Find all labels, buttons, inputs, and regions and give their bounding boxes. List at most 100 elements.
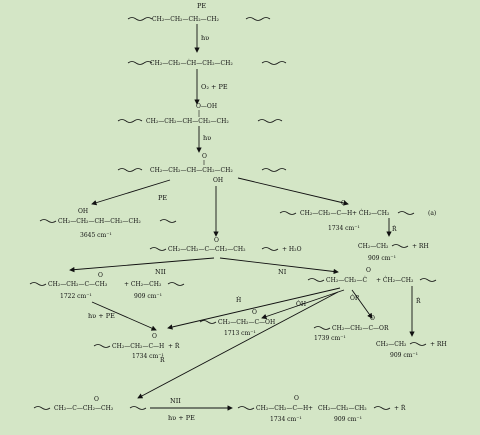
- label-hv-2: hυ: [203, 134, 211, 142]
- structure-hydroperoxide-top: O—OH: [196, 103, 217, 110]
- structure-alcohol: CH₂—CH₂—CH—CH₂—CH₂: [58, 218, 141, 225]
- chain-tail-left: [149, 247, 167, 251]
- carbonyl-o: O: [366, 267, 371, 274]
- wavenumber-1734-a: 1734 cm⁻¹: [328, 225, 360, 232]
- arrow-h-addition: [167, 287, 341, 330]
- structure-ketone-bottom: CH₂—C—CH₂—CH₂: [54, 405, 114, 412]
- arrow-to-aldehyde-b: [91, 301, 157, 331]
- label-r-rad-3: Ṙ: [160, 357, 165, 364]
- chain-tail-left: [29, 282, 47, 286]
- structure-vinyl: CH₂—CH₂—CH₂: [318, 405, 367, 412]
- arrow-to-aldehyde: [237, 177, 349, 206]
- chain-tail-left: [39, 219, 57, 223]
- wavenumber-909-d: 909 cm⁻¹: [334, 416, 362, 423]
- chain-tail-right: [167, 282, 185, 286]
- structure-methyl-ketone: CH₂—CH₂—C—CH₃: [48, 281, 108, 288]
- chain-tail-right: [397, 211, 415, 215]
- label-hv-1: hυ: [201, 34, 209, 42]
- carbonyl-o: O: [341, 200, 346, 207]
- label-ni-right: NI: [278, 268, 287, 276]
- chain-tail-right: [373, 406, 391, 410]
- chain-tail-right: [159, 219, 177, 223]
- arrow-norrish-i: [219, 257, 339, 275]
- arrow-oh-addition: [261, 289, 345, 320]
- wavenumber-1734-c: 1734 cm⁻¹: [270, 416, 302, 423]
- structure-rad-ch2: CH₂—CH₂: [358, 243, 389, 250]
- chain-tail-left: [33, 406, 51, 410]
- chain-tail-left: [237, 406, 255, 410]
- structure-alcohol-top: OH: [78, 208, 88, 215]
- structure-alkoxy-bottom: OH: [213, 177, 223, 184]
- wavenumber-3645: 3645 cm⁻¹: [80, 232, 112, 239]
- structure-acyl-radical-plus: + ĊH₂—CH₂: [376, 277, 414, 284]
- label-h-rad: Ḣ: [236, 297, 241, 304]
- chain-tail-left: [199, 320, 217, 324]
- arrow-r-addition: [137, 291, 339, 399]
- wavenumber-1722: 1722 cm⁻¹: [60, 293, 92, 300]
- label-hv-pe-1: hυ + PE: [88, 312, 115, 320]
- carbonyl-o: O: [370, 315, 375, 322]
- label-r-rad-1: Ṙ: [392, 226, 397, 233]
- carbonyl-o: O: [94, 396, 99, 403]
- carbonyl-o: O: [98, 272, 103, 279]
- wavenumber-1734-b: 1734 cm⁻¹: [132, 353, 164, 360]
- chain-tail-left: [313, 326, 331, 330]
- label-pe-top: PE: [197, 2, 206, 10]
- carbonyl-o: O: [152, 333, 157, 340]
- structure-vinyl-plus: + Ṙ: [394, 405, 406, 412]
- structure-aldehyde-b-plus: + Ṙ: [168, 343, 180, 350]
- label-oh-rad: ȮH: [296, 301, 306, 308]
- structure-aldehyde-b: CH₂—CH₂—C—H: [112, 343, 164, 350]
- label-r-rad-2: Ṙ: [416, 298, 421, 305]
- wavenumber-1739: 1739 cm⁻¹: [314, 335, 346, 342]
- chain-tail-left: [127, 61, 153, 65]
- wavenumber-1713: 1713 cm⁻¹: [224, 330, 256, 337]
- chain-tail-right: [409, 342, 427, 346]
- structure-acid: CH₂—CH₂—C—OH: [218, 319, 275, 326]
- chain-tail-left: [93, 344, 111, 348]
- arrow-to-alcohol: [91, 179, 171, 206]
- label-pe-left: PE: [158, 194, 167, 202]
- structure-ketone: CH₂—CH₂—C—CH₂—CH₂: [168, 246, 246, 253]
- label-nii-bottom: NII: [170, 397, 181, 405]
- structure-rad-ch2-rh: + RH: [412, 243, 429, 250]
- wavenumber-909-a: 909 cm⁻¹: [368, 255, 396, 262]
- structure-rad-ch2-b: CH₂—CH₂: [376, 341, 407, 348]
- structure-aldehyde-c: CH₂—CH₂—C—H: [256, 405, 308, 412]
- chain-tail-right: [245, 17, 271, 21]
- label-a: (a): [428, 210, 436, 217]
- chain-tail-left: [307, 278, 325, 282]
- carbonyl-o: O: [214, 237, 219, 244]
- structure-rad-ch2-b-rh: + RH: [430, 341, 447, 348]
- label-or-rad: ȮR: [350, 295, 360, 302]
- label-o2-pe: O₂ + PE: [201, 83, 228, 91]
- chain-tail-right: [391, 244, 409, 248]
- arrow-or-addition: [351, 289, 373, 319]
- structure-aldehyde-a: CH₂—CH₂—C—H: [300, 210, 352, 217]
- chain-tail-right: [261, 168, 287, 172]
- chain-tail-right: [419, 278, 437, 282]
- structure-aldehyde-c-plus: +: [308, 405, 313, 412]
- chain-tail-left: [279, 211, 297, 215]
- structure-alkoxy: CH₂—CH₂—CH—CH₂—CH₂: [150, 167, 233, 174]
- arrow-norrish-ii: [69, 257, 215, 273]
- label-hv-pe-2: hυ + PE: [168, 414, 195, 422]
- structure-ester: CH₂—CH₂—C—OR: [332, 325, 389, 332]
- structure-pe: CH₂—CH₂—CH₂—CH₂: [152, 16, 220, 23]
- structure-alkoxy-top: O: [202, 153, 207, 160]
- structure-hydroperoxide: CH₂—CH₂—CH—CH₂—CH₂: [146, 118, 229, 125]
- chain-tail-right: [261, 61, 287, 65]
- structure-alkyl-radical: CH₂—CH₂—ĊH—CH₂—CH₂: [150, 60, 233, 67]
- structure-acyl-radical: CH₂—CH₂—Ċ: [326, 277, 367, 284]
- chain-tail-left: [117, 168, 143, 172]
- carbonyl-o: O: [252, 309, 257, 316]
- wavenumber-909-c: 909 cm⁻¹: [390, 352, 418, 359]
- chain-tail-right: [129, 406, 147, 410]
- label-nii-left: NII: [155, 268, 166, 276]
- chain-tail-right: [257, 119, 283, 123]
- wavenumber-909-b: 909 cm⁻¹: [134, 293, 162, 300]
- chain-tail-left: [117, 119, 143, 123]
- structure-ketone-h2o: + H₂O: [282, 246, 302, 253]
